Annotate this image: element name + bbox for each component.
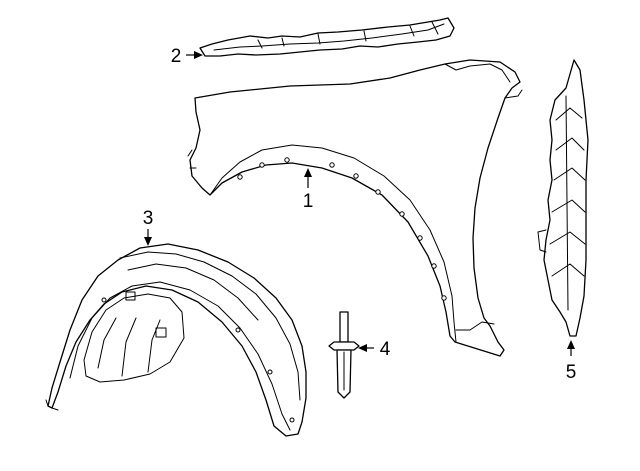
callout-3: 3 (143, 208, 154, 229)
callout-1: 1 (303, 191, 314, 212)
leader-3 (144, 229, 152, 246)
leader-1 (304, 168, 312, 188)
callout-5: 5 (566, 362, 577, 383)
leader-4 (358, 344, 374, 352)
wheelhouse-liner-part (45, 243, 307, 437)
push-pin-fastener-part (328, 311, 360, 399)
callout-4: 4 (380, 339, 391, 360)
callout-2: 2 (171, 46, 182, 67)
fender-seal-part (537, 59, 589, 337)
leader-5 (567, 340, 575, 356)
fender-bracket-part (199, 17, 455, 57)
leader-2 (186, 51, 203, 59)
fender-panel-part (187, 59, 523, 357)
